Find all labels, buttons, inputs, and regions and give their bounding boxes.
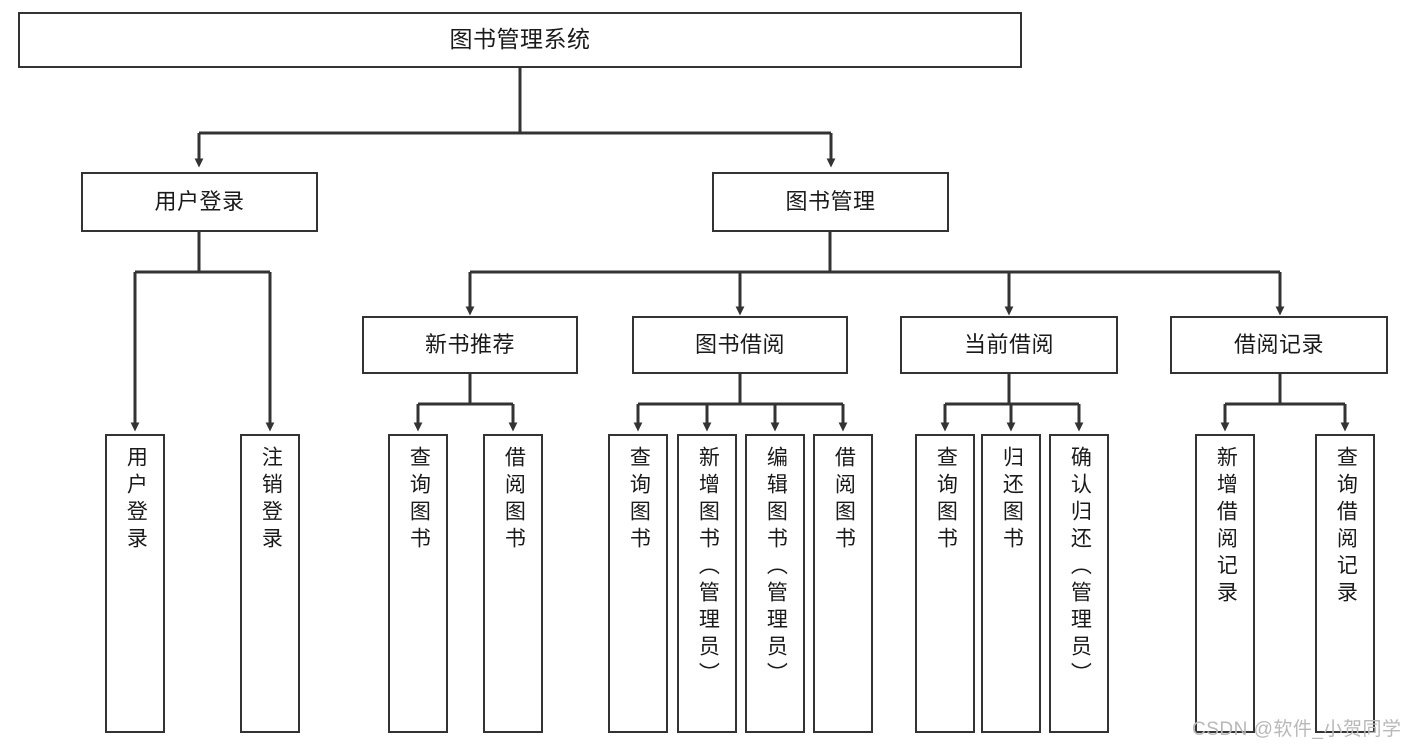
node-leaf-logout-login[interactable]: 注销登录: [240, 434, 300, 733]
node-book-borrow[interactable]: 图书借阅: [632, 316, 848, 374]
node-label: 新增借阅记录: [1214, 446, 1238, 608]
node-leaf-query-book-borrow[interactable]: 查询图书: [608, 434, 668, 733]
node-label: 借阅图书: [502, 446, 526, 554]
node-current-borrow[interactable]: 当前借阅: [900, 316, 1118, 374]
node-leaf-borrow-book-recommend[interactable]: 借阅图书: [483, 434, 543, 733]
node-leaf-confirm-return[interactable]: 确认归还（管理员）: [1049, 434, 1109, 733]
node-label: 新书推荐: [424, 332, 515, 358]
node-leaf-edit-book[interactable]: 编辑图书（管理员）: [745, 434, 805, 733]
node-label: 注销登录: [259, 446, 283, 554]
node-label: 查询借阅记录: [1334, 446, 1358, 608]
node-leaf-borrow-book-borrow[interactable]: 借阅图书: [813, 434, 873, 733]
node-label: 归还图书: [1000, 446, 1024, 554]
node-label: 确认归还（管理员）: [1068, 446, 1092, 689]
node-label: 借阅图书: [832, 446, 856, 554]
node-label: 编辑图书（管理员）: [764, 446, 788, 689]
node-leaf-return-book[interactable]: 归还图书: [981, 434, 1041, 733]
node-leaf-user-login[interactable]: 用户登录: [105, 434, 165, 733]
node-label: 新增图书（管理员）: [696, 446, 720, 689]
node-label: 查询图书: [627, 446, 651, 554]
node-leaf-add-book[interactable]: 新增图书（管理员）: [677, 434, 737, 733]
node-leaf-query-borrow-record[interactable]: 查询借阅记录: [1315, 434, 1375, 733]
node-leaf-query-book-current[interactable]: 查询图书: [915, 434, 975, 733]
node-label: 图书借阅: [694, 332, 785, 358]
node-label: 查询图书: [407, 446, 431, 554]
node-label: 查询图书: [934, 446, 958, 554]
node-borrow-record[interactable]: 借阅记录: [1170, 316, 1388, 374]
node-label: 图书管理系统: [449, 26, 591, 53]
node-new-book-recommend[interactable]: 新书推荐: [362, 316, 578, 374]
node-label: 当前借阅: [963, 332, 1054, 358]
node-leaf-query-book-recommend[interactable]: 查询图书: [388, 434, 448, 733]
node-user-login[interactable]: 用户登录: [81, 172, 318, 232]
watermark-label: CSDN @软件_小贺同学: [1192, 719, 1402, 740]
node-label: 用户登录: [154, 189, 245, 215]
node-leaf-add-borrow-record[interactable]: 新增借阅记录: [1195, 434, 1255, 733]
node-label: 借阅记录: [1233, 332, 1324, 358]
node-label: 图书管理: [785, 189, 876, 215]
node-label: 用户登录: [124, 446, 148, 554]
node-root-system[interactable]: 图书管理系统: [18, 12, 1022, 68]
node-book-management[interactable]: 图书管理: [712, 172, 949, 232]
